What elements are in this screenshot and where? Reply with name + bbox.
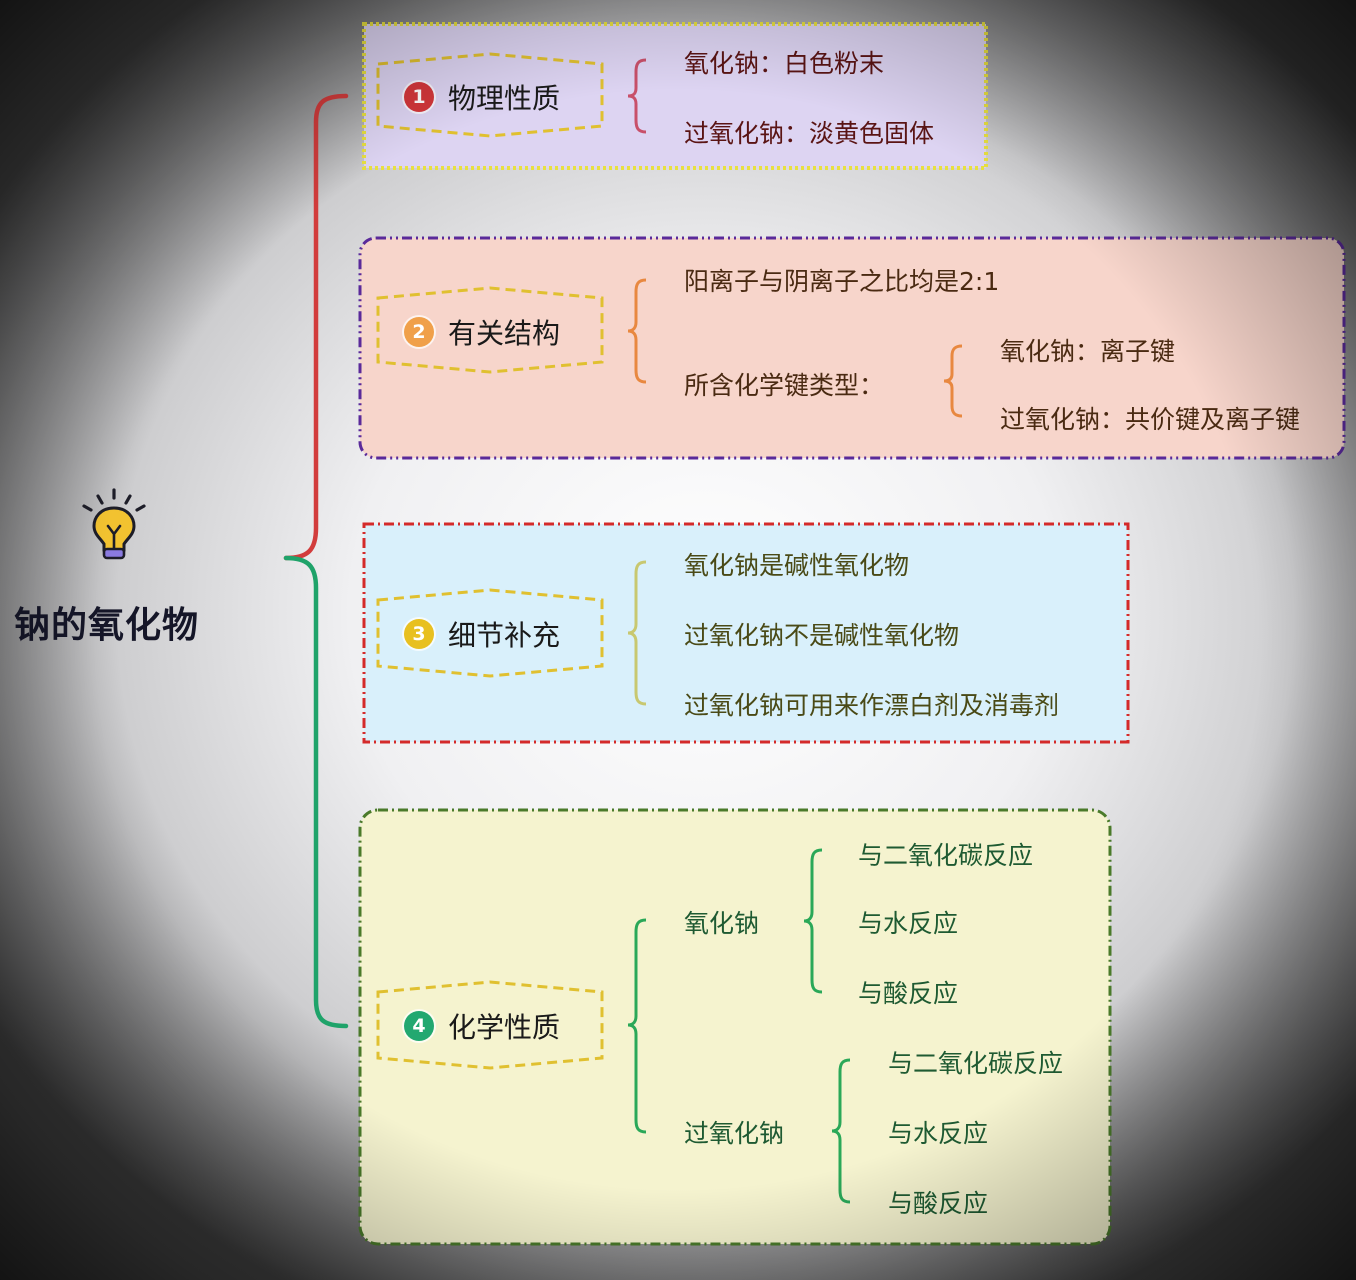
list-item: 氧化钠：白色粉末 bbox=[684, 49, 885, 78]
list-item: 与酸反应 bbox=[888, 1189, 989, 1218]
section-title[interactable]: 4 化学性质 bbox=[404, 1006, 560, 1046]
brace-icon bbox=[627, 278, 647, 384]
list-item: 与二氧化碳反应 bbox=[888, 1049, 1064, 1078]
brace-icon bbox=[831, 1058, 851, 1204]
list-item: 过氧化钠可用来作漂白剂及消毒剂 bbox=[684, 691, 1060, 720]
list-item: 氧化钠：离子键 bbox=[1000, 337, 1176, 366]
list-item: 过氧化钠不是碱性氧化物 bbox=[684, 621, 960, 650]
number-badge: 1 bbox=[404, 82, 434, 112]
number-badge: 2 bbox=[404, 317, 434, 347]
section-structure: 2 有关结构 阳离子与阴离子之比均是2:1 所含化学键类型： 氧化钠：离子键 过… bbox=[358, 236, 1346, 460]
brace-icon bbox=[627, 58, 647, 134]
group-label: 过氧化钠 bbox=[684, 1119, 785, 1148]
brace-icon bbox=[627, 918, 647, 1134]
section-title[interactable]: 1 物理性质 bbox=[404, 77, 560, 117]
number-badge: 3 bbox=[404, 619, 434, 649]
list-item: 与水反应 bbox=[858, 909, 959, 938]
brace-icon bbox=[943, 344, 963, 418]
list-item: 所含化学键类型： bbox=[684, 371, 885, 400]
brace-icon bbox=[627, 560, 647, 706]
list-item: 阳离子与阴离子之比均是2:1 bbox=[684, 267, 1000, 296]
lightbulb-icon bbox=[78, 486, 150, 570]
group-label: 氧化钠 bbox=[684, 909, 760, 938]
root-title: 钠的氧化物 bbox=[14, 605, 200, 646]
list-item: 过氧化钠：淡黄色固体 bbox=[684, 119, 935, 148]
section-title[interactable]: 2 有关结构 bbox=[404, 312, 560, 352]
brace-icon bbox=[803, 848, 823, 994]
section-title-text: 细节补充 bbox=[448, 619, 561, 652]
section-title-text: 物理性质 bbox=[448, 82, 561, 115]
section-title-text: 有关结构 bbox=[448, 317, 561, 350]
list-item: 与酸反应 bbox=[858, 979, 959, 1008]
list-item: 与水反应 bbox=[888, 1119, 989, 1148]
number-badge: 4 bbox=[404, 1011, 434, 1041]
section-chemical-properties: 4 化学性质 氧化钠 与二氧化碳反应 与水反应 与酸反应 过氧化钠 与二氧化碳反… bbox=[358, 808, 1112, 1246]
list-item: 氧化钠是碱性氧化物 bbox=[684, 551, 910, 580]
section-title-text: 化学性质 bbox=[448, 1011, 561, 1044]
section-physical-properties: 1 物理性质 氧化钠：白色粉末 过氧化钠：淡黄色固体 bbox=[362, 22, 988, 170]
section-detail-supplement: 3 细节补充 氧化钠是碱性氧化物 过氧化钠不是碱性氧化物 过氧化钠可用来作漂白剂… bbox=[362, 522, 1130, 744]
list-item: 过氧化钠：共价键及离子键 bbox=[1000, 405, 1301, 434]
section-title[interactable]: 3 细节补充 bbox=[404, 614, 560, 654]
list-item: 与二氧化碳反应 bbox=[858, 841, 1034, 870]
main-branch-brace bbox=[280, 88, 360, 1042]
